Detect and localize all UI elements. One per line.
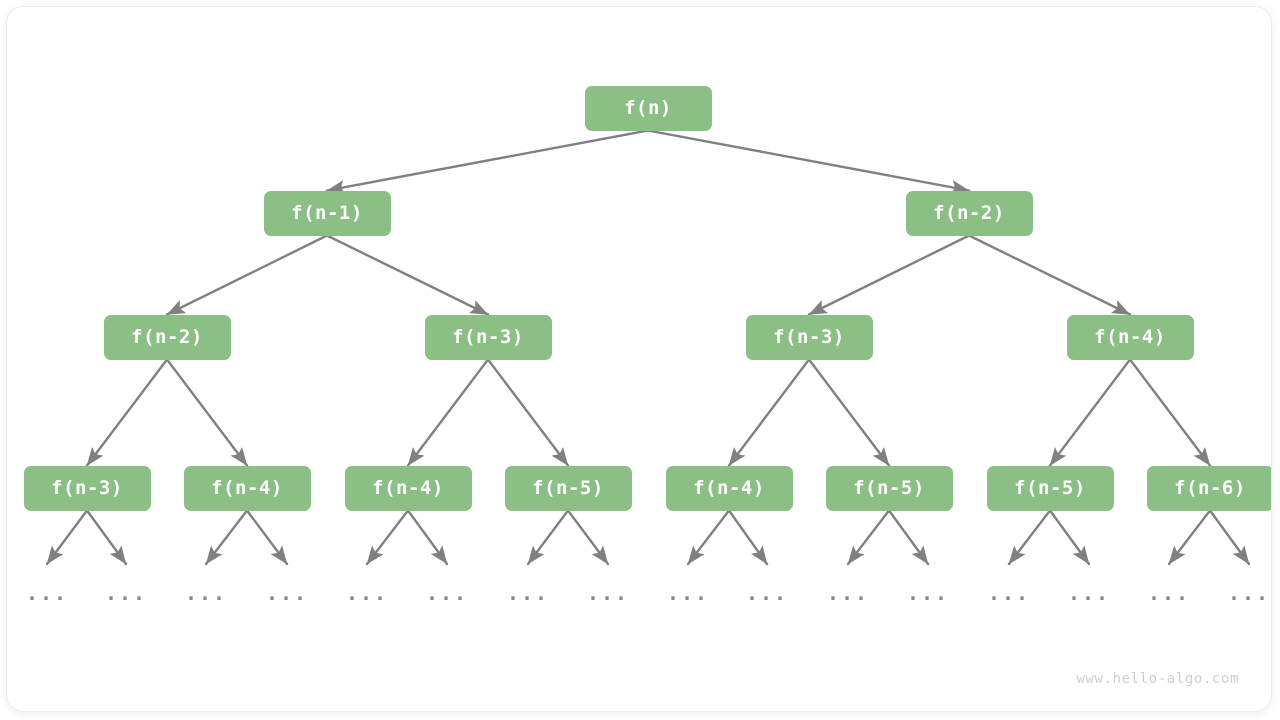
- ellipsis-marker: ...: [184, 581, 228, 605]
- tree-node[interactable]: f(n-4): [344, 465, 472, 511]
- tree-edge: [406, 358, 490, 467]
- tree-node[interactable]: f(n-2): [905, 190, 1033, 236]
- diagram-frame: f(n) f(n-1) f(n-2) f(n-2) f(n-3) f(n-3) f(n-4)…: [7, 7, 1271, 711]
- tree-edge: [204, 509, 249, 566]
- tree-edge: [1007, 509, 1052, 566]
- tree-node[interactable]: f(n-3): [23, 465, 151, 511]
- ellipsis-marker: ...: [1227, 581, 1271, 605]
- tree-node[interactable]: f(n-3): [424, 314, 552, 360]
- ellipsis-marker: ...: [25, 581, 69, 605]
- tree-edge: [85, 509, 128, 566]
- tree-edge: [566, 509, 610, 566]
- tree-edge: [325, 234, 490, 316]
- ellipsis-marker: ...: [425, 581, 469, 605]
- tree-edge: [967, 234, 1132, 316]
- tree-edge: [846, 509, 891, 566]
- tree-edge: [646, 129, 971, 195]
- tree-edge: [406, 509, 449, 566]
- tree-edge: [85, 358, 169, 467]
- tree-edge: [727, 358, 811, 467]
- tree-node[interactable]: f(n-5): [825, 465, 953, 511]
- ellipsis-marker: ...: [1067, 581, 1111, 605]
- tree-edge: [1167, 509, 1212, 566]
- tree-edge: [727, 509, 769, 566]
- ellipsis-marker: ...: [506, 581, 550, 605]
- ellipsis-marker: ...: [586, 581, 630, 605]
- tree-edge: [1208, 509, 1251, 566]
- tree-node[interactable]: f(n-1): [263, 190, 391, 236]
- ellipsis-marker: ...: [826, 581, 870, 605]
- ellipsis-marker: ...: [745, 581, 789, 605]
- tree-edge: [165, 234, 329, 316]
- tree-edge: [1128, 358, 1212, 467]
- ellipsis-marker: ...: [345, 581, 389, 605]
- tree-node[interactable]: f(n-3): [745, 314, 873, 360]
- tree-node[interactable]: f(n-2): [103, 314, 231, 360]
- tree-edge: [365, 509, 410, 566]
- tree-edge: [887, 509, 930, 566]
- tree-edge: [486, 358, 570, 467]
- tree-node[interactable]: f(n-5): [986, 465, 1114, 511]
- tree-edge: [807, 358, 891, 467]
- tree-edge: [245, 509, 289, 566]
- ellipsis-marker: ...: [666, 581, 710, 605]
- ellipsis-marker: ...: [104, 581, 148, 605]
- watermark: www.hello-algo.com: [1076, 671, 1239, 687]
- tree-node[interactable]: f(n-4): [1066, 314, 1194, 360]
- ellipsis-marker: ...: [265, 581, 309, 605]
- tree-node[interactable]: f(n-5): [504, 465, 632, 511]
- ellipsis-marker: ...: [987, 581, 1031, 605]
- tree-node[interactable]: f(n): [584, 85, 712, 131]
- tree-edge: [45, 509, 89, 566]
- tree-node[interactable]: f(n-6): [1146, 465, 1271, 511]
- tree-edge: [325, 129, 650, 195]
- tree-node[interactable]: f(n-4): [183, 465, 311, 511]
- tree-edge: [526, 509, 570, 566]
- tree-edge: [1048, 509, 1091, 566]
- tree-edge: [1048, 358, 1132, 467]
- tree-edge: [165, 358, 249, 467]
- tree-edge: [686, 509, 731, 566]
- ellipsis-marker: ...: [906, 581, 950, 605]
- tree-edge: [807, 234, 971, 316]
- tree-node[interactable]: f(n-4): [665, 465, 793, 511]
- ellipsis-marker: ...: [1147, 581, 1191, 605]
